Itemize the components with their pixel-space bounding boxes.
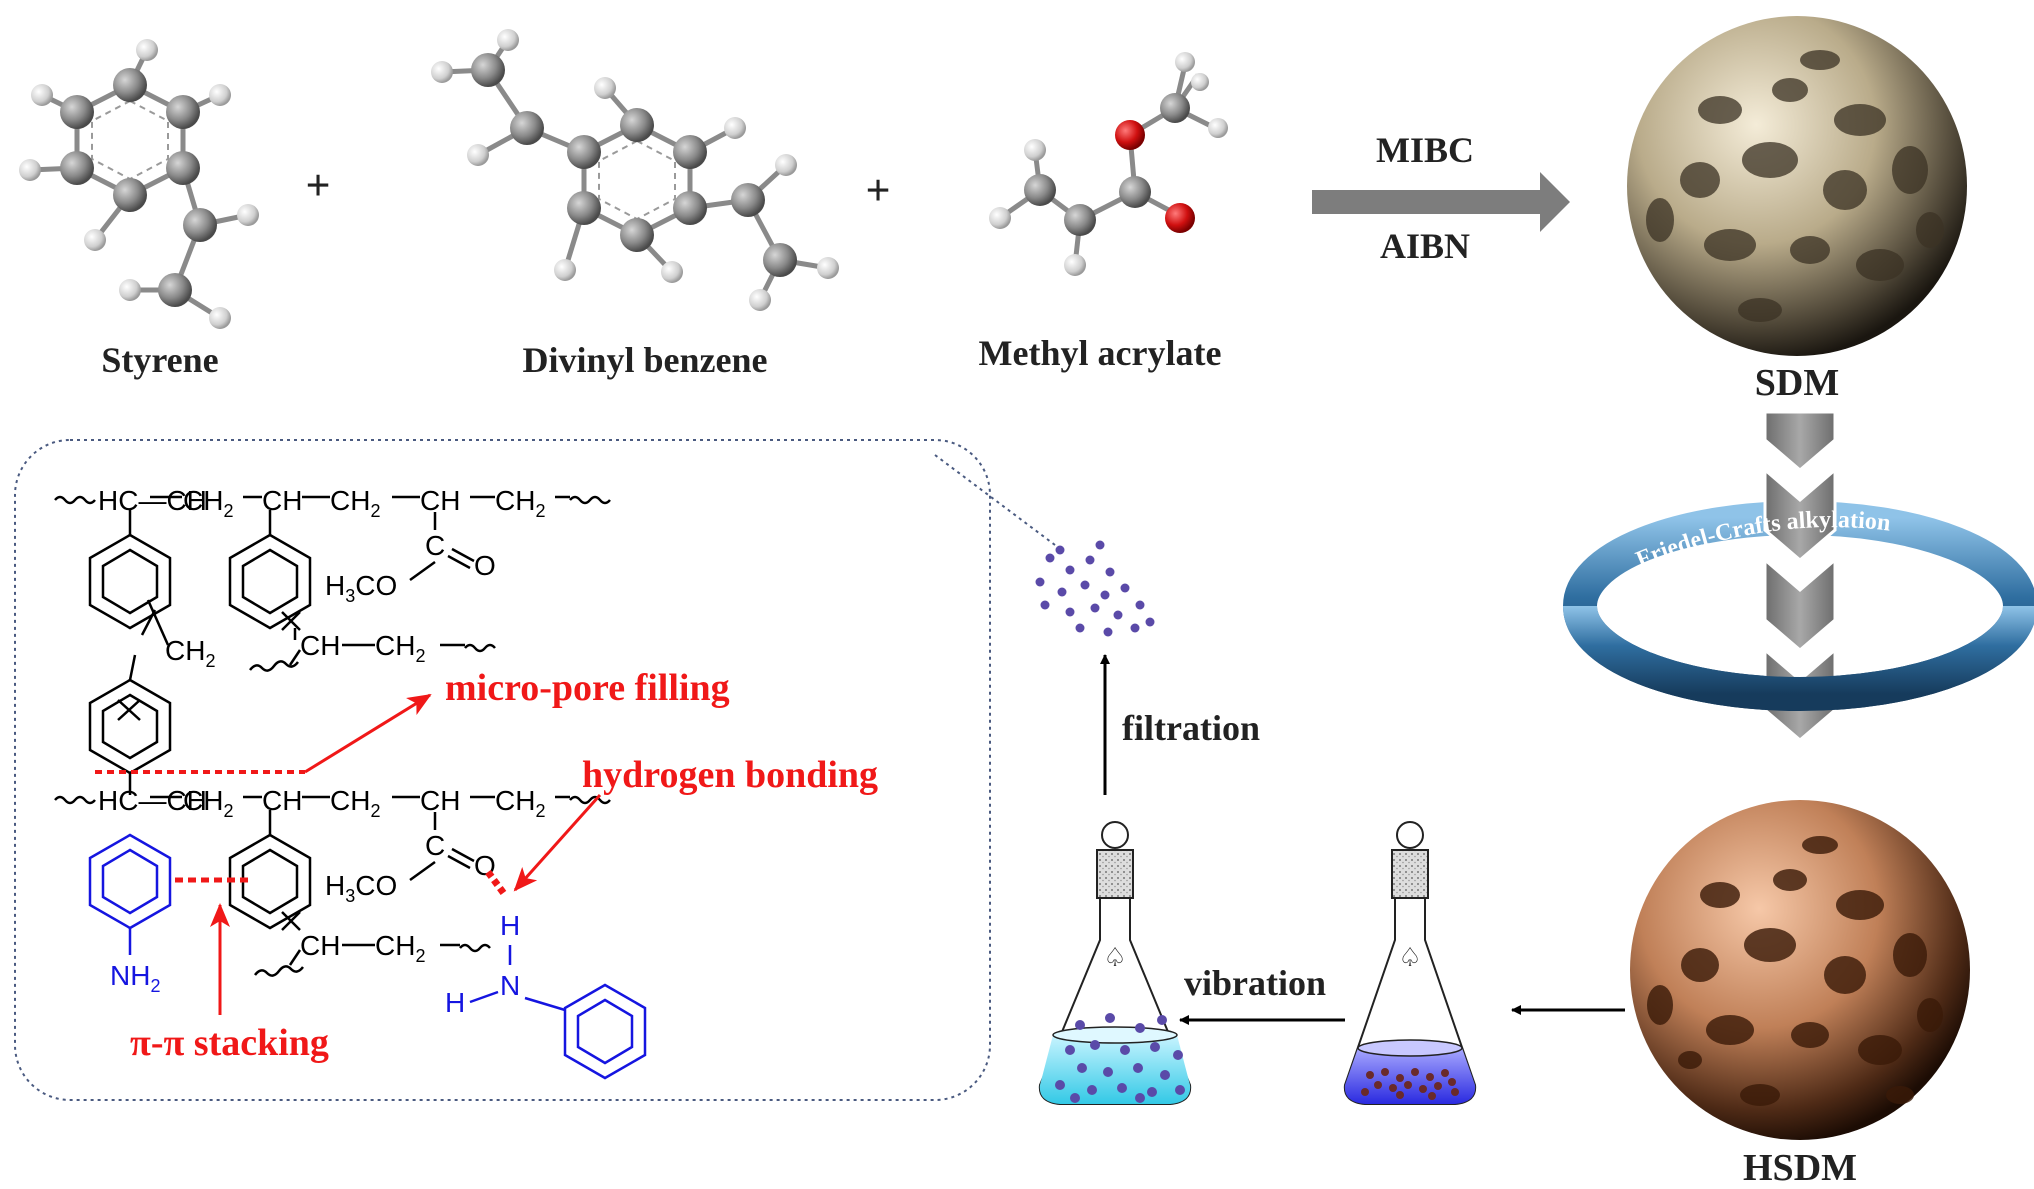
svg-text:CH2: CH2: [330, 785, 380, 821]
plus-sign-2: +: [865, 166, 890, 215]
svg-text:CH2: CH2: [183, 485, 233, 521]
hsdm-sphere-icon: [1630, 800, 1970, 1140]
divinyl-benzene-molecule-icon: [431, 29, 839, 311]
svg-text:CH2: CH2: [330, 485, 380, 521]
sdm-label: SDM: [1755, 362, 1839, 404]
aniline-1-icon: [88, 833, 172, 955]
svg-text:CH: CH: [300, 630, 340, 661]
svg-text:CH2: CH2: [495, 485, 545, 521]
svg-text:CH: CH: [262, 485, 302, 516]
micro-pore-filling-label: micro-pore filling: [445, 667, 730, 709]
svg-text:H3CO: H3CO: [325, 570, 397, 606]
svg-text:C: C: [425, 530, 445, 561]
svg-text:CH2: CH2: [495, 785, 545, 821]
divinyl-benzene-label: Divinyl benzene: [522, 340, 767, 380]
svg-text:HC—CH: HC—CH: [98, 485, 207, 516]
hydrogen-bonding-label: hydrogen bonding: [582, 754, 878, 796]
methyl-acrylate-label: Methyl acrylate: [979, 333, 1222, 373]
svg-text:HC—CH: HC—CH: [98, 785, 207, 816]
svg-text:C: C: [425, 830, 445, 861]
pi-pi-stacking-label: π-π stacking: [130, 1022, 329, 1064]
aniline-2-icon: [469, 945, 647, 1080]
svg-text:♤: ♤: [1103, 943, 1126, 973]
svg-text:CH2: CH2: [165, 635, 215, 671]
reagent-aibn: AIBN: [1380, 226, 1470, 266]
svg-text:CH: CH: [262, 785, 302, 816]
methyl-acrylate-molecule-icon: [989, 52, 1228, 276]
svg-text:NH2: NH2: [110, 960, 160, 996]
svg-text:H3CO: H3CO: [325, 870, 397, 906]
svg-text:CH: CH: [420, 485, 460, 516]
svg-text:CH2: CH2: [183, 785, 233, 821]
friedel-crafts-ring-front: [1563, 605, 2034, 711]
reagent-mibc: MIBC: [1376, 130, 1474, 170]
svg-text:H: H: [445, 987, 465, 1018]
structure-callout-box: [14, 439, 1056, 1101]
polymer-structure: [54, 495, 611, 977]
reaction-arrow-icon: [1312, 172, 1570, 232]
plus-sign-1: +: [305, 161, 330, 210]
svg-text:O: O: [474, 550, 496, 581]
styrene-molecule-icon: [19, 39, 259, 329]
vibration-label: vibration: [1184, 963, 1326, 1003]
structure-labels: HC—CH CH2 CH CH2 CH CH2 C O H3CO CH2 CH …: [98, 485, 545, 1018]
svg-text:CH2: CH2: [375, 630, 425, 666]
svg-text:CH: CH: [300, 930, 340, 961]
hsdm-label: HSDM: [1743, 1147, 1857, 1189]
svg-text:H: H: [500, 910, 520, 941]
svg-text:N: N: [500, 970, 520, 1001]
particles-icon: [1035, 540, 1155, 637]
svg-text:CH2: CH2: [375, 930, 425, 966]
flask-cyan-icon: ♤: [1038, 821, 1192, 1105]
svg-text:O: O: [474, 850, 496, 881]
svg-text:♤: ♤: [1398, 943, 1421, 973]
svg-text:CH: CH: [420, 785, 460, 816]
sdm-sphere-icon: [1627, 16, 1967, 356]
styrene-label: Styrene: [101, 340, 218, 380]
interaction-markers: [95, 693, 602, 1015]
filtration-label: filtration: [1122, 708, 1260, 748]
flask-blue-icon: ♤: [1343, 821, 1477, 1105]
